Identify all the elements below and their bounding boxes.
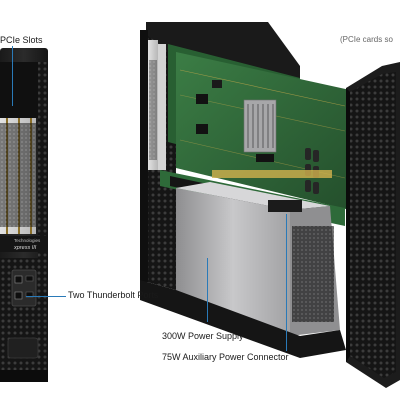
pcie-bracket — [158, 44, 166, 170]
rear-side-vents — [38, 62, 48, 262]
open-side-view-enclosure — [140, 22, 400, 388]
bezel-brand: Technologies — [14, 238, 41, 243]
rear-foot — [0, 370, 48, 382]
aux-power-connector — [268, 200, 302, 212]
chassis-base — [140, 280, 346, 358]
thunderbolt-port-1 — [14, 275, 23, 284]
rear-view-enclosure: Technologies xpress III — [0, 48, 48, 382]
power-supply-leader — [207, 258, 208, 322]
thunderbolt-ports-label: Two Thunderbolt Ports — [68, 290, 159, 300]
pcb-chip — [196, 94, 208, 104]
thunderbolt-port-2 — [14, 291, 23, 300]
heatsink-icon — [243, 99, 277, 153]
rear-label-strip — [0, 236, 48, 252]
thunderbolt-icon — [25, 275, 34, 282]
pcie-edge-connector — [212, 170, 332, 178]
thunderbolt-leader — [26, 296, 66, 297]
side-panel-vents — [350, 72, 396, 378]
chassis-frame-post — [140, 30, 148, 282]
bezel-model: xpress III — [13, 245, 37, 251]
aux-power-label: 75W Auxiliary Power Connector — [162, 352, 289, 362]
bracket-vents — [0, 123, 36, 227]
pcb-chip — [196, 124, 208, 134]
pcb-chip — [212, 80, 222, 88]
aux-power-leader — [286, 214, 287, 351]
thunderbolt-icon — [25, 291, 34, 298]
power-supply-vents — [292, 226, 334, 322]
pcb-chip — [256, 154, 274, 162]
pcb-trace — [179, 69, 346, 107]
slot-bay — [0, 62, 40, 118]
power-inlet — [7, 337, 39, 359]
thunderbolt-panel — [11, 269, 37, 307]
pcie-slots-label: PCIe Slots — [0, 35, 43, 45]
power-supply-label: 300W Power Supply — [162, 331, 244, 341]
bracket-vents — [149, 60, 157, 160]
power-supply-side — [176, 188, 290, 336]
chassis-top-rear — [146, 22, 300, 80]
pcie-note-label: (PCIe cards so — [340, 35, 393, 44]
pcie-slots-leader — [12, 46, 13, 106]
side-panel-edge — [346, 88, 350, 362]
